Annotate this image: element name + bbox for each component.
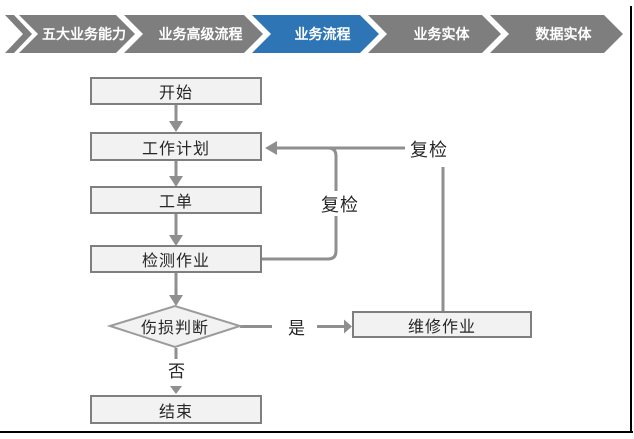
- arrowhead-down-icon: [169, 235, 183, 246]
- slide-frame-right-border: [630, 6, 632, 433]
- flow-node-work-plan: 工作计划: [90, 132, 262, 161]
- edge-label-no: 否: [160, 359, 193, 381]
- edge-label-recheck-loop: 复检: [317, 191, 363, 216]
- arrowhead-down-small-icon: [170, 386, 182, 394]
- breadcrumb-tab-label: 数据实体: [535, 26, 592, 42]
- edge-label-recheck-upper: 复检: [406, 136, 452, 161]
- breadcrumb-tab-data-entity[interactable]: 数据实体: [490, 15, 623, 53]
- breadcrumb-chevron-3-active: [252, 15, 379, 53]
- flow-node-inspection: 检测作业: [90, 245, 262, 273]
- breadcrumb-lead-chevron-icon: [5, 15, 32, 53]
- slide-frame-bottom-border: [0, 431, 633, 433]
- breadcrumb-tab-business-process[interactable]: 业务流程: [252, 15, 379, 53]
- edge-inspection-recheck-loop: [262, 146, 338, 261]
- arrowhead-down-icon: [169, 121, 183, 132]
- arrowhead-down-icon: [169, 176, 183, 187]
- flow-node-decision-label: 伤损判断: [140, 320, 209, 337]
- flow-node-work-order: 工单: [90, 186, 262, 214]
- breadcrumb-chevron-1: [19, 15, 135, 53]
- flow-node-start: 开始: [90, 77, 262, 105]
- arrowhead-down-icon: [169, 295, 183, 306]
- breadcrumb-tab-five-capabilities[interactable]: 五大业务能力: [19, 15, 135, 53]
- breadcrumb-shapes: [5, 15, 623, 53]
- connector-lines: [174, 105, 445, 361]
- arrowheads: [169, 121, 352, 394]
- breadcrumb-tab-high-level-process[interactable]: 业务高级流程: [124, 15, 263, 53]
- breadcrumb-chevron-5: [490, 15, 623, 53]
- flow-node-end: 结束: [90, 395, 262, 424]
- edge-label-yes: 是: [280, 316, 313, 338]
- breadcrumb-tab-label: 五大业务能力: [42, 26, 126, 42]
- arrowhead-left-icon: [265, 141, 277, 155]
- breadcrumb-tab-label: 业务流程: [294, 26, 351, 42]
- breadcrumb-tab-label: 业务高级流程: [158, 26, 243, 42]
- breadcrumb-tab-business-entity[interactable]: 业务实体: [368, 15, 501, 53]
- flow-node-repair: 维修作业: [352, 311, 532, 338]
- decision-diamond: [106, 304, 244, 349]
- breadcrumb-chevron-4: [368, 15, 501, 53]
- arrowhead-right-icon: [344, 319, 352, 334]
- breadcrumb-tab-label: 业务实体: [413, 26, 470, 42]
- breadcrumb-chevron-2: [124, 15, 263, 53]
